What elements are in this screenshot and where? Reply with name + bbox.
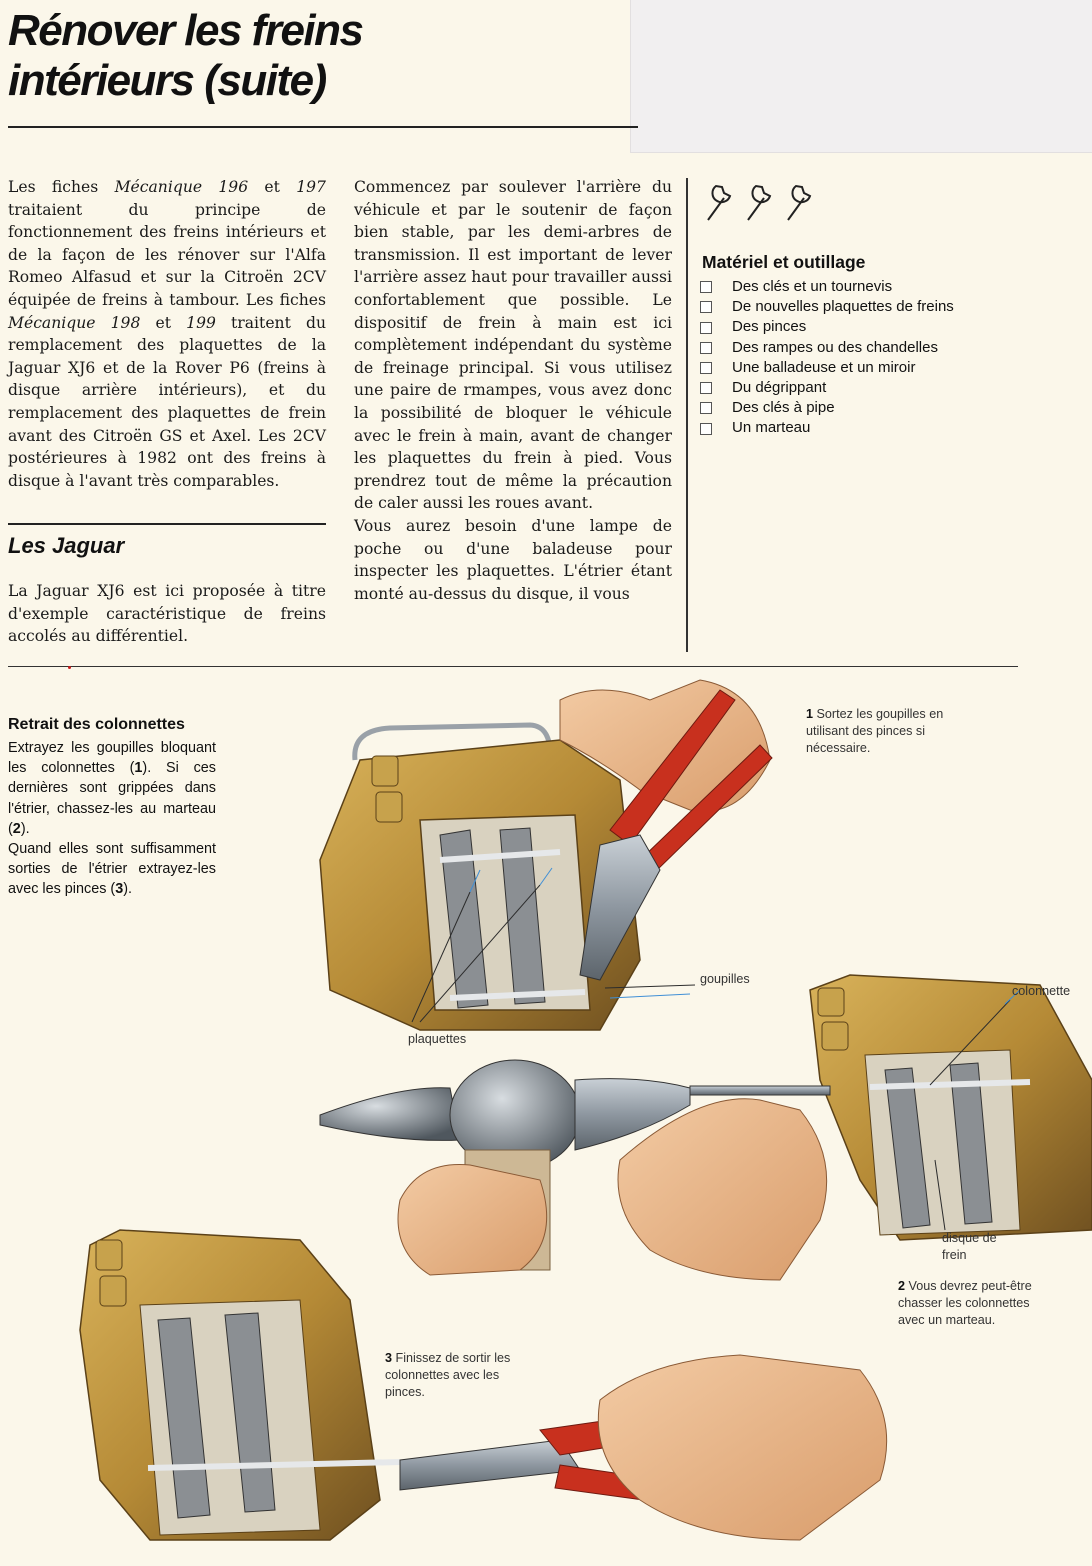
- procedure-paragraph-1: Commencez par soulever l'arrière du véhi…: [354, 178, 672, 513]
- material-heading: Matériel et outillage: [702, 252, 866, 272]
- label-colonnette: colonnette: [1012, 984, 1071, 998]
- spanners-icon: [707, 184, 812, 221]
- intro-text-b: et: [248, 178, 297, 196]
- checkbox-icon[interactable]: [700, 382, 712, 395]
- intro-ref-3: Mécanique 198: [8, 313, 141, 332]
- red-dot: [68, 666, 71, 669]
- material-item-label: Une balladeuse et un miroir: [732, 358, 916, 376]
- checkbox-icon[interactable]: [700, 301, 712, 314]
- caliper-figure-3: [79, 1229, 888, 1541]
- retrait-ref-2: 2: [12, 820, 21, 837]
- material-list: Des clés et un tournevis De nouvelles pla…: [700, 277, 954, 439]
- retrait-text: Extrayez les goupilles bloquant les colo…: [8, 738, 216, 900]
- retrait-paragraph-2: Quand elles sont suffisamment sorties de…: [8, 839, 216, 900]
- material-item: Du dégrippant: [700, 378, 954, 398]
- caption-3-text: Finissez de sortir les colonnettes avec …: [385, 1351, 511, 1399]
- intro-text-e: traitent du remplacement des plaquettes …: [8, 313, 327, 490]
- material-item-label: Du dégrippant: [732, 379, 827, 397]
- intro-ref-2: 197: [296, 178, 326, 196]
- checkbox-icon[interactable]: [700, 361, 712, 374]
- material-item-label: Des rampes ou des chandelles: [732, 338, 938, 356]
- jaguar-heading: Les Jaguar: [8, 533, 125, 558]
- retrait-paragraph-1: Extrayez les goupilles bloquant les colo…: [8, 738, 216, 839]
- blue-pointers: [469, 867, 1021, 1005]
- retrait-ref-1: 1: [134, 760, 143, 777]
- checkbox-icon[interactable]: [700, 422, 712, 435]
- material-item-label: Un marteau: [732, 419, 811, 437]
- material-item: Un marteau: [700, 418, 954, 438]
- material-item: Des pinces: [700, 317, 954, 337]
- column-divider: [686, 178, 688, 652]
- material-item: Des rampes ou des chandelles: [700, 338, 954, 358]
- checkbox-icon[interactable]: [700, 341, 712, 354]
- material-item: Une balladeuse et un miroir: [700, 358, 954, 378]
- retrait-text-b: ). Si ces dernières sont grippées dans l…: [8, 760, 216, 837]
- caption-2-text: Vous devrez peut-être chasser les colonn…: [898, 1279, 1032, 1327]
- procedure-column: Commencez par soulever l'arrière du véhi…: [354, 176, 672, 605]
- title-rule: [8, 126, 638, 128]
- intro-text-c: traitaient du principe de fonctionnement…: [8, 200, 326, 309]
- material-item-label: Des clés et un tournevis: [732, 278, 893, 295]
- retrait-text-a: Extrayez les goupilles bloquant les colo…: [8, 740, 216, 777]
- retrait-text-d: Quand elles sont suffisamment sorties de…: [8, 841, 216, 898]
- caliper-figure-2: [319, 974, 1092, 1281]
- intro-ref-1: Mécanique 196: [114, 178, 249, 196]
- section-rule: [8, 666, 1018, 668]
- page-title: Rénover les freins intérieurs (suite): [8, 6, 628, 106]
- caption-1: 1 Sortez les goupilles en utilisant des …: [806, 706, 966, 757]
- retrait-heading: Retrait des colonnettes: [8, 716, 185, 733]
- caption-3-number: 3: [385, 1351, 393, 1365]
- caption-3: 3 Finissez de sortir les colonnettes ave…: [385, 1350, 525, 1401]
- intro-column: Les fiches Mécanique 196 et 197 traitaie…: [8, 176, 326, 492]
- material-item: De nouvelles plaquettes de freins: [700, 297, 954, 317]
- intro-text-a: Les fiches: [8, 178, 115, 196]
- label-pointers: [411, 884, 1011, 1231]
- jaguar-rule: [8, 523, 326, 525]
- procedure-paragraph-2: Vous aurez besoin d'une lampe de poche o…: [354, 516, 672, 603]
- label-disque-line-1: disque de: [942, 1231, 997, 1245]
- retrait-text-c: ).: [20, 820, 30, 837]
- caliper-figure-1: [319, 679, 773, 1031]
- brake-illustration: [79, 679, 1092, 1541]
- material-item: Des clés et un tournevis: [700, 277, 954, 297]
- label-plaquettes: plaquettes: [408, 1032, 467, 1046]
- checkbox-icon[interactable]: [700, 402, 712, 415]
- retrait-ref-3: 3: [115, 881, 124, 898]
- material-item-label: De nouvelles plaquettes de freins: [732, 298, 954, 316]
- title-line-1: Rénover les freins: [8, 6, 364, 55]
- material-item: Des clés à pipe: [700, 398, 954, 418]
- caption-1-text: Sortez les goupilles en utilisant des pi…: [806, 707, 944, 755]
- title-line-2: intérieurs (suite): [8, 56, 327, 105]
- label-disque-line-2: frein: [942, 1248, 967, 1262]
- material-item-label: Des pinces: [732, 318, 807, 336]
- intro-ref-4: 199: [186, 313, 216, 332]
- jaguar-text: La Jaguar XJ6 est ici proposée à titre d…: [8, 582, 326, 646]
- retrait-text-e: ).: [123, 881, 132, 898]
- label-goupilles: goupilles: [700, 972, 750, 986]
- intro-text-d: et: [140, 313, 187, 332]
- caption-2: 2 Vous devrez peut-être chasser les colo…: [898, 1278, 1058, 1329]
- caption-1-number: 1: [806, 707, 814, 721]
- paper-patch: [630, 0, 1092, 153]
- checkbox-icon[interactable]: [700, 281, 712, 294]
- material-item-label: Des clés à pipe: [732, 399, 835, 417]
- caption-2-number: 2: [898, 1279, 906, 1293]
- intro-paragraph: Les fiches Mécanique 196 et 197 traitaie…: [8, 176, 326, 492]
- label-disque-de-frein: disque de frein: [942, 1230, 997, 1264]
- checkbox-icon[interactable]: [700, 321, 712, 334]
